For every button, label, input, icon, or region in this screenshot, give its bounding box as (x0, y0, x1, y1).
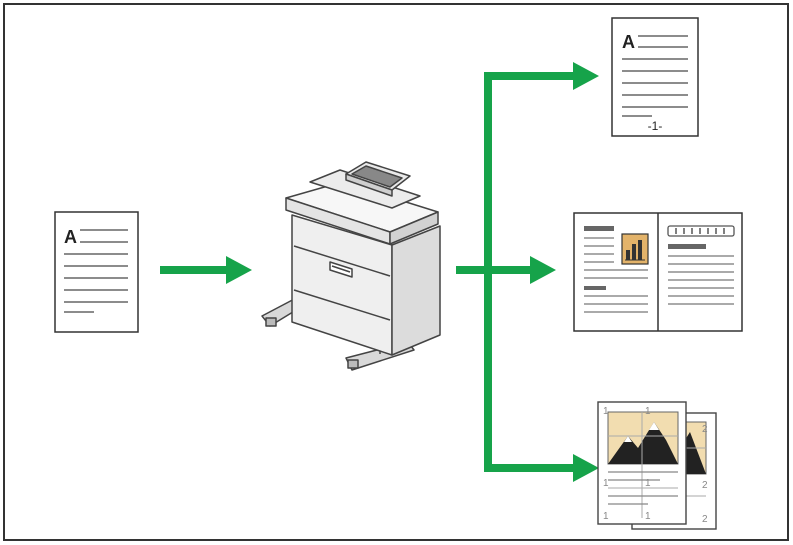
tile-number: 1 (645, 406, 651, 417)
wide-format-printer (261, 161, 441, 371)
tile-number: 1 (603, 406, 609, 417)
tile-number: 1 (603, 478, 609, 489)
input-document: A (54, 211, 139, 333)
arrows-machine-to-outputs (456, 62, 599, 482)
tile-number: 2 (702, 480, 708, 491)
page-number: -1- (648, 119, 663, 133)
booklet-right-page (667, 225, 735, 305)
tile-number: 2 (702, 514, 708, 525)
tile-number: 1 (645, 511, 651, 522)
output-paged-document: A -1- (611, 17, 699, 137)
output-document-letter: A (622, 32, 635, 52)
booklet-left-page (584, 226, 649, 313)
tile-number: 2 (702, 424, 708, 435)
tiled-page-front: 1 1 1 1 1 1 (597, 401, 687, 525)
bar-chart-icon (621, 233, 649, 265)
tile-number: 1 (603, 511, 609, 522)
tile-number: 1 (645, 478, 651, 489)
mountain-image (608, 422, 678, 464)
output-booklet (573, 212, 743, 332)
output-tiled-pages: 2 2 2 1 1 1 1 1 (597, 401, 717, 530)
arrow-input-to-machine (160, 256, 252, 284)
input-document-letter: A (64, 227, 77, 247)
